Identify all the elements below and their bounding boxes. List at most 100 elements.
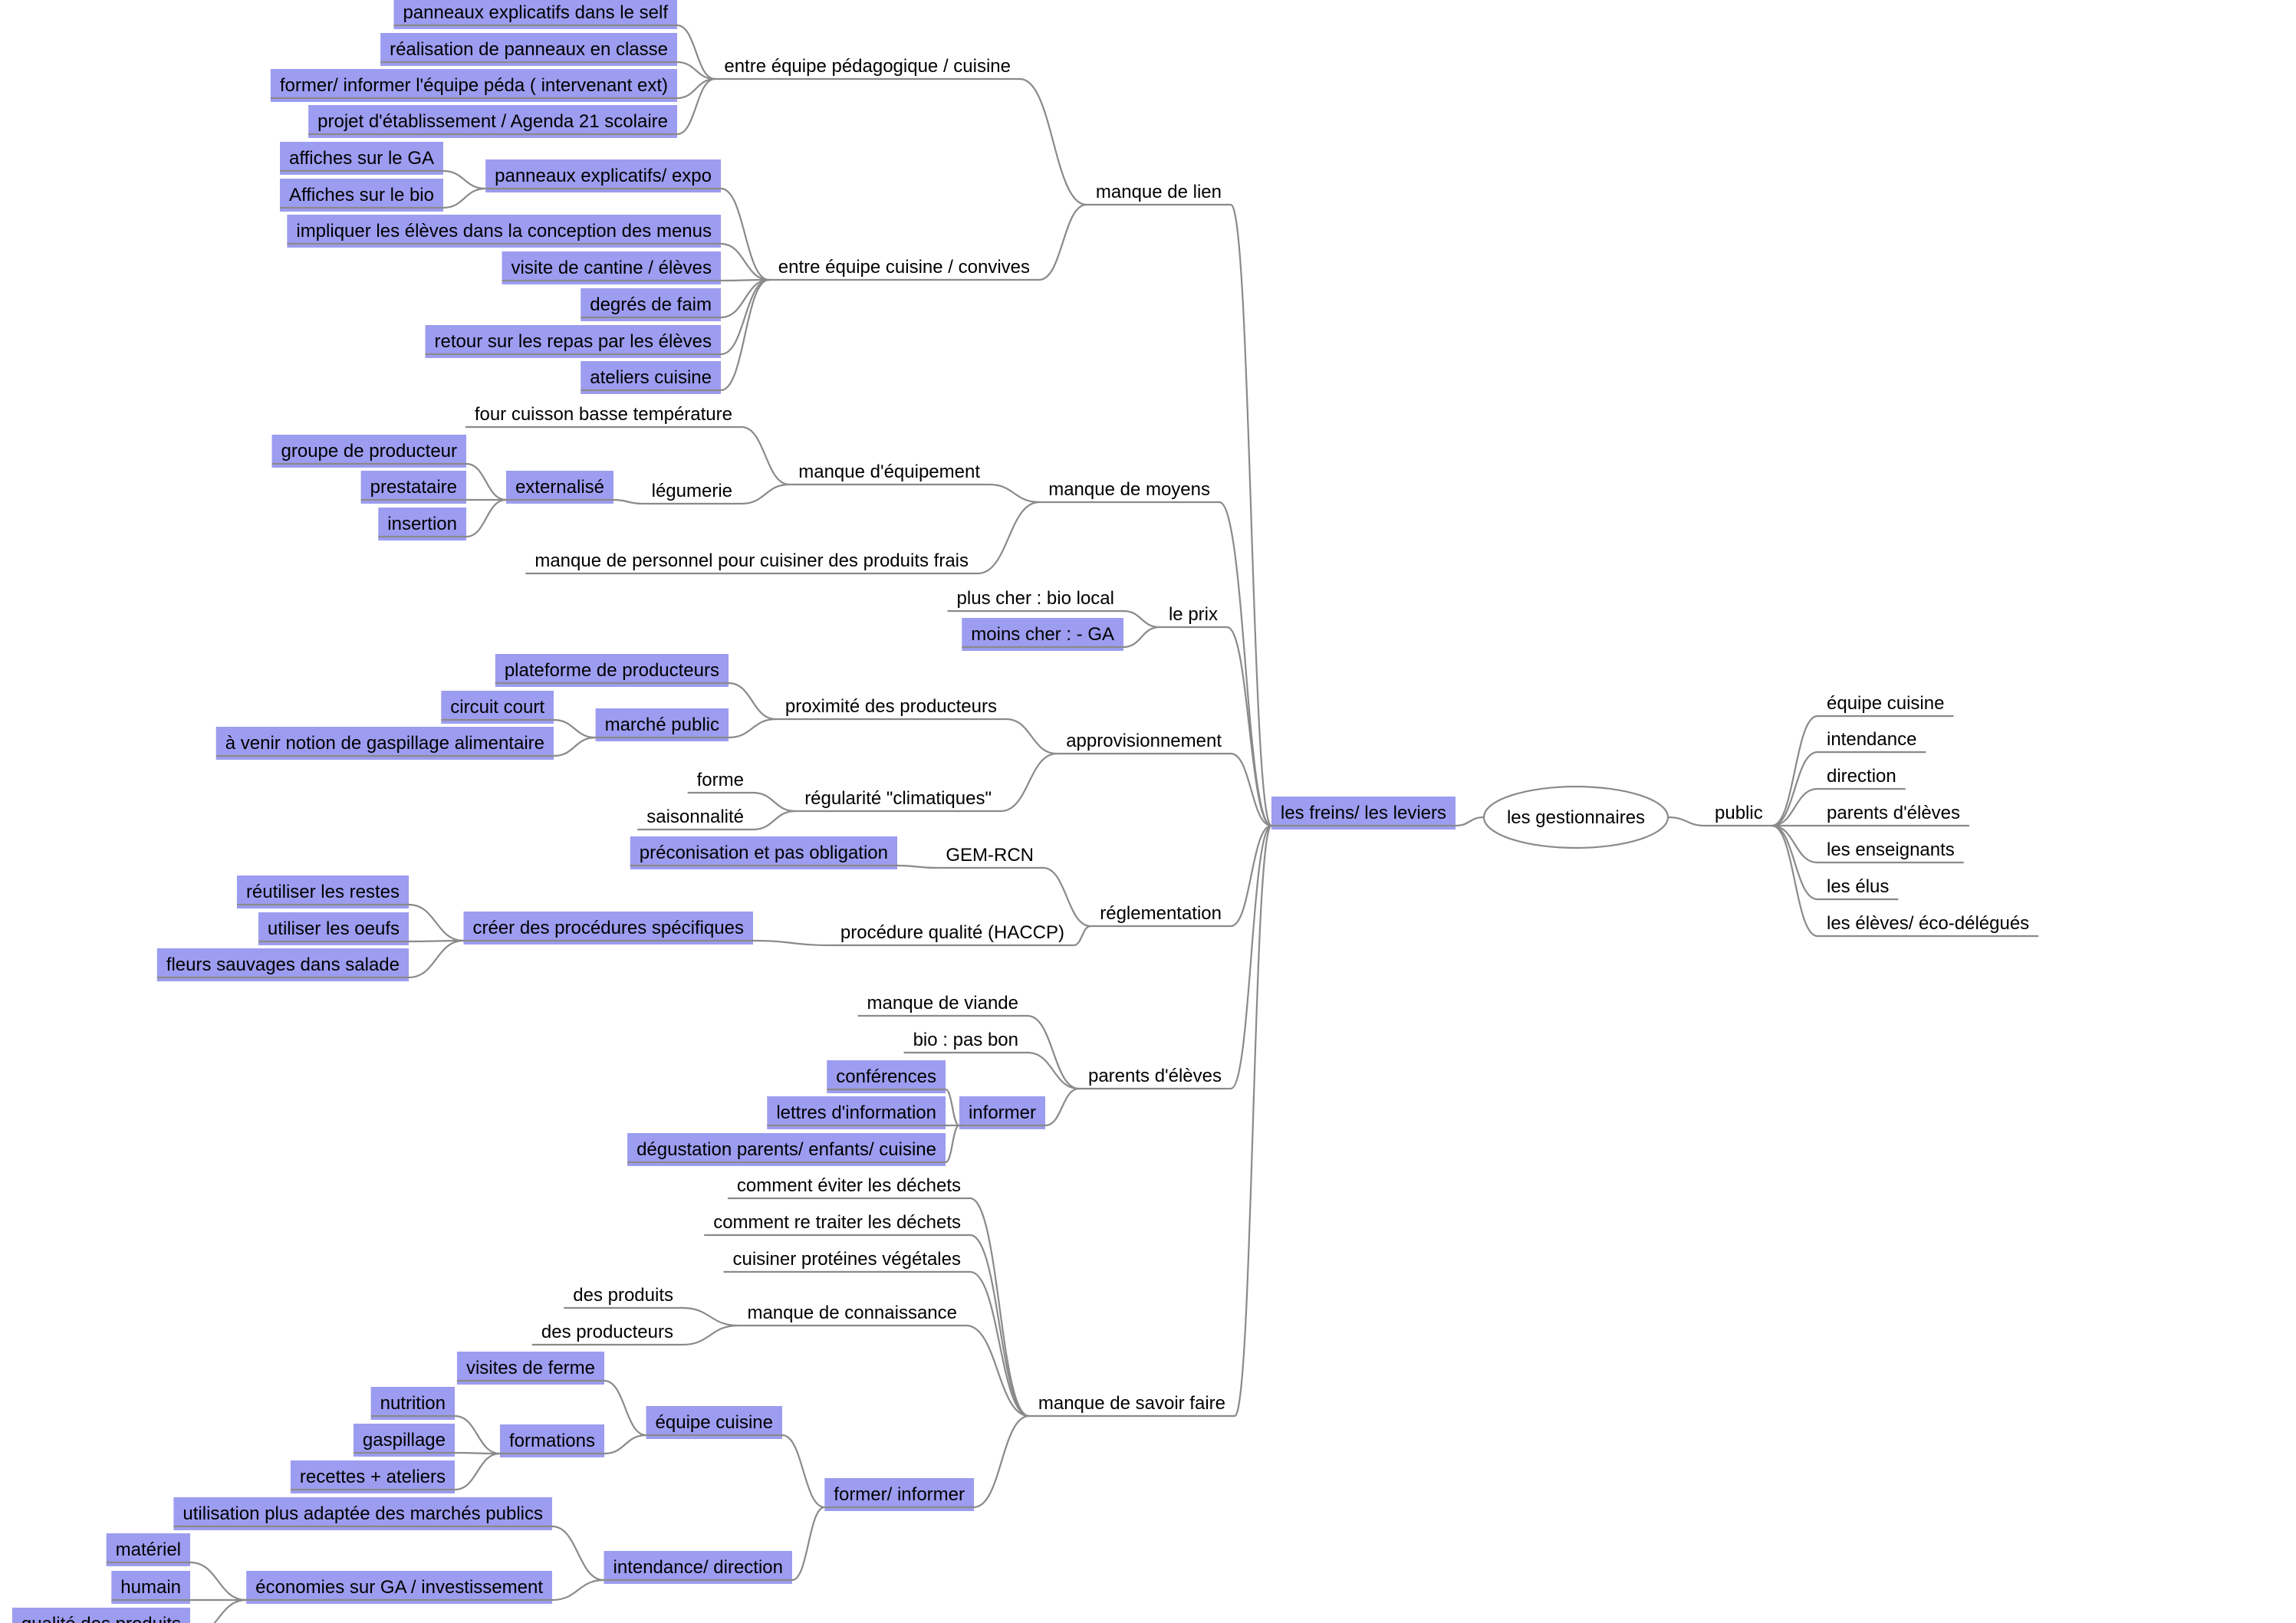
node-le-prix[interactable]: le prix — [1159, 604, 1227, 629]
node-prestataire[interactable]: prestataire — [360, 471, 466, 504]
node-moins-cher-ga[interactable]: moins cher : - GA — [962, 618, 1123, 651]
node-manque-de-connaissance[interactable]: manque de connaissance — [738, 1303, 966, 1327]
node-visite-de-cantine-eleves[interactable]: visite de cantine / élèves — [502, 251, 721, 284]
node-entre-equipe-pedagogique-cuisine[interactable]: entre équipe pédagogique / cuisine — [715, 56, 1020, 80]
node-manque-de-personnel-pour-cuisiner-des-pr[interactable]: manque de personnel pour cuisiner des pr… — [525, 550, 978, 575]
node-comment-eviter-les-dechets[interactable]: comment éviter les déchets — [727, 1175, 970, 1200]
node-reglementation[interactable]: réglementation — [1090, 903, 1231, 928]
node-former-informer[interactable]: former/ informer — [824, 1478, 974, 1511]
connector-line — [741, 483, 790, 505]
node-gem-rcn[interactable]: GEM-RCN — [936, 845, 1043, 869]
node-label: panneaux explicatifs dans le self — [403, 2, 668, 23]
node-forme[interactable]: forme — [687, 770, 753, 794]
node-comment-re-traiter-les-dechets[interactable]: comment re traiter les déchets — [704, 1212, 970, 1237]
node-label: bio : pas bon — [913, 1030, 1018, 1050]
node-materiel[interactable]: matériel — [106, 1533, 190, 1566]
node-retour-sur-les-repas-par-les-eleves[interactable]: retour sur les repas par les élèves — [425, 325, 722, 358]
node-affiches-sur-le-ga[interactable]: affiches sur le GA — [280, 142, 443, 175]
mindmap-nodes: les gestionnaires public équipe cuisine int… — [12, 0, 2039, 1623]
node-proximite-des-producteurs[interactable]: proximité des producteurs — [775, 696, 1006, 721]
connector-line — [741, 425, 790, 486]
node-regularite-climatiques[interactable]: régularité "climatiques" — [795, 788, 1001, 813]
node-former-informer-l-equipe-peda-intervenan[interactable]: former/ informer l'équipe péda ( interve… — [270, 69, 677, 102]
node-ateliers-cuisine[interactable]: ateliers cuisine — [581, 361, 721, 394]
node-cuisiner-proteines-vegetales[interactable]: cuisiner protéines végétales — [723, 1249, 970, 1273]
node-des-producteurs[interactable]: des producteurs — [531, 1322, 683, 1346]
node-label: matériel — [116, 1539, 181, 1560]
node-label: manque de moyens — [1048, 479, 1210, 500]
highlight-box — [215, 727, 554, 760]
highlight-box — [1271, 797, 1456, 830]
node-panneaux-explicatifs-dans-le-self[interactable]: panneaux explicatifs dans le self — [393, 0, 677, 29]
node-parents-d-eleves[interactable]: parents d'élèves — [1078, 1066, 1231, 1090]
node-visites-de-ferme[interactable]: visites de ferme — [456, 1352, 604, 1385]
connector-line — [553, 718, 596, 739]
node-affiches-sur-le-bio[interactable]: Affiches sur le bio — [280, 179, 443, 212]
connector-line — [752, 810, 796, 831]
branch-les-freins-les-leviers[interactable]: les freins/ les leviers — [1271, 797, 1456, 830]
node-legumerie[interactable]: légumerie — [642, 481, 742, 505]
node-plateforme-de-producteurs[interactable]: plateforme de producteurs — [495, 654, 729, 687]
node-utiliser-les-oeufs[interactable]: utiliser les oeufs — [258, 912, 409, 945]
node-panneaux-explicatifs-expo[interactable]: panneaux explicatifs/ expo — [485, 159, 721, 192]
node-economies-sur-ga-investissement[interactable]: économies sur GA / investissement — [246, 1571, 552, 1604]
node-degres-de-faim[interactable]: degrés de faim — [581, 288, 721, 321]
node-groupe-de-producteur[interactable]: groupe de producteur — [271, 435, 467, 468]
node-manque-d-equipement[interactable]: manque d'équipement — [789, 462, 989, 486]
node-entre-equipe-cuisine-convives[interactable]: entre équipe cuisine / convives — [768, 257, 1039, 281]
node-approvisionnement[interactable]: approvisionnement — [1057, 731, 1231, 755]
node-humain[interactable]: humain — [111, 1571, 190, 1604]
connector-line — [728, 718, 776, 739]
node-procedure-qualite-haccp[interactable]: procédure qualité (HACCP) — [831, 922, 1074, 947]
node-manque-de-lien[interactable]: manque de lien — [1086, 182, 1231, 206]
node-intendance-direction[interactable]: intendance/ direction — [604, 1551, 792, 1584]
node-recettes-ateliers[interactable]: recettes + ateliers — [290, 1460, 455, 1493]
node-nutrition[interactable]: nutrition — [370, 1387, 455, 1420]
node-plus-cher-bio-local[interactable]: plus cher : bio local — [947, 588, 1123, 613]
node-gaspillage[interactable]: gaspillage — [353, 1424, 455, 1457]
node-creer-des-procedures-specifiques[interactable]: créer des procédures spécifiques — [463, 912, 753, 945]
node-equipe-cuisine[interactable]: équipe cuisine — [646, 1406, 782, 1439]
node-lettres-d-information[interactable]: lettres d'information — [767, 1096, 946, 1129]
connector-line — [682, 1306, 738, 1327]
node-utilisation-plus-adaptee-des-marches-pub[interactable]: utilisation plus adaptée des marchés pub… — [173, 1497, 552, 1530]
node-marche-public[interactable]: marché public — [595, 708, 729, 741]
node-degustation-parents-enfants-cuisine[interactable]: dégustation parents/ enfants/ cuisine — [627, 1133, 946, 1166]
branch-public[interactable]: public — [1706, 803, 1772, 827]
leaf-equipe-cuisine[interactable]: équipe cuisine — [1817, 693, 1954, 718]
node-a-venir-notion-de-gaspillage-alimentaire[interactable]: à venir notion de gaspillage alimentaire — [215, 727, 554, 760]
leaf-les-enseignants[interactable]: les enseignants — [1817, 839, 1964, 864]
node-manque-de-moyens[interactable]: manque de moyens — [1039, 479, 1219, 504]
node-four-cuisson-basse-temperature[interactable]: four cuisson basse température — [465, 404, 742, 429]
node-saisonnalite[interactable]: saisonnalité — [637, 807, 753, 831]
node-des-produits[interactable]: des produits — [564, 1285, 683, 1309]
node-preconisation-et-pas-obligation[interactable]: préconisation et pas obligation — [630, 836, 897, 869]
node-circuit-court[interactable]: circuit court — [441, 691, 554, 724]
node-impliquer-les-eleves-dans-la-conception-[interactable]: impliquer les élèves dans la conception … — [287, 215, 721, 248]
leaf-parents-d-eleves[interactable]: parents d'élèves — [1817, 803, 1970, 827]
leaf-les-eleves-eco-delegues[interactable]: les élèves/ éco-délégués — [1817, 913, 2039, 938]
leaf-intendance[interactable]: intendance — [1817, 729, 1926, 754]
node-projet-d-etablissement-agenda-21-scolair[interactable]: projet d'établissement / Agenda 21 scola… — [308, 105, 677, 138]
node-bio-pas-bon[interactable]: bio : pas bon — [903, 1030, 1028, 1054]
connector-line — [1771, 787, 1818, 827]
node-qualite-des-produits[interactable]: qualité des produits — [12, 1608, 190, 1623]
node-realisation-de-panneaux-en-classe[interactable]: réalisation de panneaux en classe — [380, 33, 677, 66]
node-insertion[interactable]: insertion — [378, 508, 466, 540]
node-manque-de-savoir-faire[interactable]: manque de savoir faire — [1028, 1393, 1235, 1418]
leaf-direction[interactable]: direction — [1817, 766, 1906, 790]
connector-line — [442, 169, 486, 190]
node-informer[interactable]: informer — [959, 1096, 1045, 1129]
node-reutiliser-les-restes[interactable]: réutiliser les restes — [236, 876, 409, 908]
node-formations[interactable]: formations — [499, 1424, 604, 1457]
root-node[interactable]: les gestionnaires — [1482, 785, 1669, 849]
node-conferences[interactable]: conférences — [827, 1060, 946, 1093]
leaf-les-elus[interactable]: les élus — [1817, 876, 1899, 901]
connector-line — [720, 278, 769, 356]
node-manque-de-viande[interactable]: manque de viande — [857, 993, 1028, 1017]
node-fleurs-sauvages-dans-salade[interactable]: fleurs sauvages dans salade — [156, 948, 409, 981]
connector-line — [965, 1324, 1029, 1418]
highlight-box — [280, 142, 443, 175]
node-externalise[interactable]: externalisé — [505, 471, 613, 504]
connector-line — [682, 1324, 738, 1346]
